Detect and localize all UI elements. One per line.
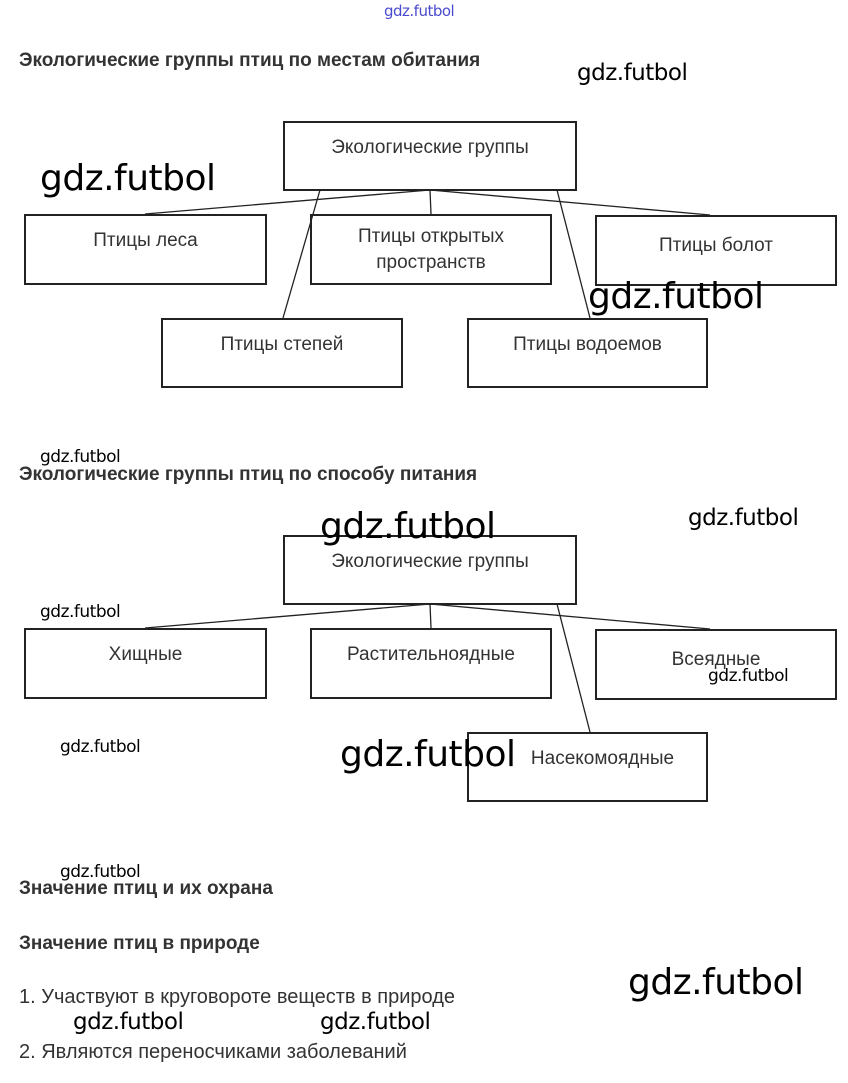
watermark: gdz.futbol — [577, 60, 688, 86]
watermark: gdz.futbol — [40, 447, 121, 467]
section-subtitle-nature: Значение птиц в природе — [19, 933, 260, 954]
list-item: 2. Являются переносчиками заболеваний — [19, 1041, 407, 1063]
section-title-importance: Значение птиц и их охрана — [19, 878, 273, 899]
watermark: gdz.futbol — [320, 506, 496, 547]
node-water-birds: Птицы водоемов — [467, 318, 708, 388]
list-item: 1. Участвуют в круговороте веществ в при… — [19, 986, 455, 1008]
watermark: gdz.futbol — [60, 737, 141, 757]
watermark: gdz.futbol — [688, 505, 799, 531]
node-herbivores: Растительноядные — [310, 628, 552, 699]
diagram-root-box: Экологические группы — [283, 121, 577, 191]
watermark: gdz.futbol — [628, 962, 804, 1003]
node-open-space-birds: Птицы открытых пространств — [310, 214, 552, 285]
node-omnivores: Всеядные — [595, 629, 837, 700]
diagram-root-box: Экологические группы — [283, 535, 577, 605]
section-title-feeding: Экологические группы птиц по способу пит… — [19, 464, 478, 485]
watermark: gdz.futbol — [73, 1009, 184, 1035]
node-forest-birds: Птицы леса — [24, 214, 267, 285]
node-swamp-birds: Птицы болот — [595, 215, 837, 286]
watermark-link[interactable]: gdz.futbol — [384, 2, 455, 20]
watermark: gdz.futbol — [708, 666, 789, 686]
watermark: gdz.futbol — [588, 276, 764, 317]
node-predators: Хищные — [24, 628, 267, 699]
watermark: gdz.futbol — [40, 602, 121, 622]
watermark: gdz.futbol — [320, 1009, 431, 1035]
node-steppe-birds: Птицы степей — [161, 318, 403, 388]
watermark: gdz.futbol — [340, 734, 516, 775]
watermark: gdz.futbol — [60, 862, 141, 882]
watermark: gdz.futbol — [40, 158, 216, 199]
section-title-habitat: Экологические группы птиц по местам обит… — [19, 50, 481, 71]
node-insectivores: Насекомоядные — [467, 732, 708, 802]
